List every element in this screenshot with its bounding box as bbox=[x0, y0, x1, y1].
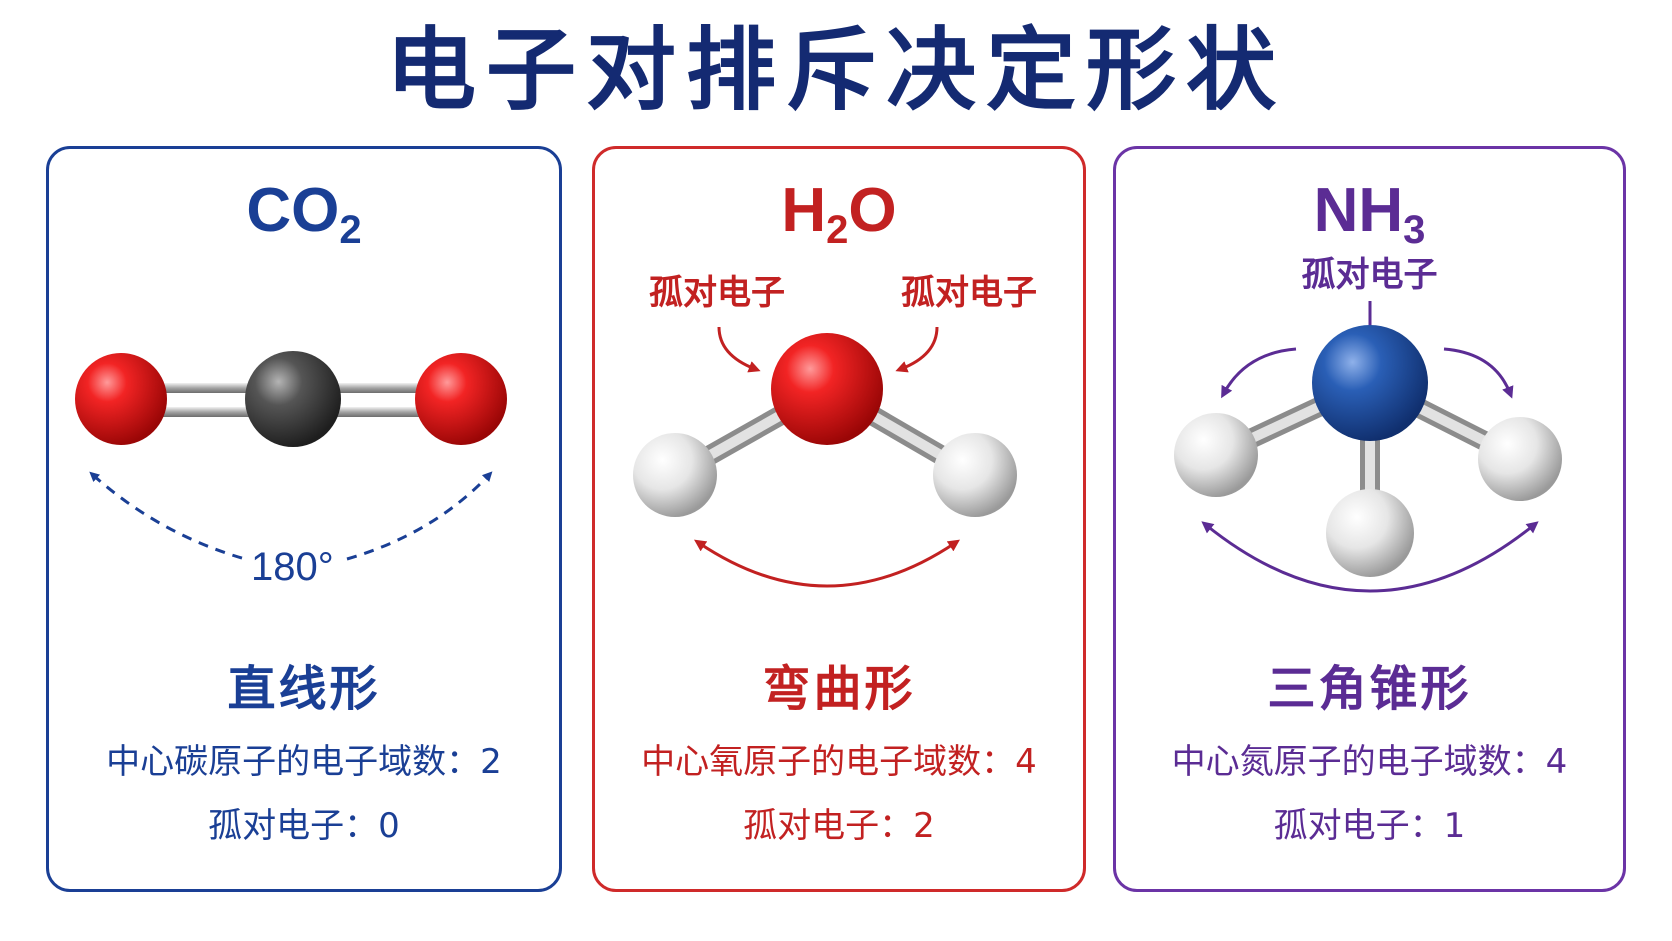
oxygen-atom-left bbox=[75, 353, 167, 445]
bond-angle-arc bbox=[1201, 521, 1539, 593]
hydrogen-atom-left bbox=[1174, 413, 1258, 497]
nh3-shape-name: 三角锥形 bbox=[1267, 661, 1472, 717]
nh3-electron-domain-count: 中心氮原子的电子域数：4 bbox=[1171, 742, 1568, 782]
co2-electron-domain-count: 中心碳原子的电子域数：2 bbox=[106, 742, 502, 782]
hydrogen-atom-right bbox=[1478, 417, 1562, 501]
nh3-formula: NH3 bbox=[1313, 176, 1426, 252]
angle-arrow-right bbox=[346, 471, 493, 561]
lone-pair-arrow-left bbox=[717, 326, 761, 373]
lone-pair-label-left: 孤对电子 bbox=[649, 273, 785, 313]
page-title: 电子对排斥决定形状 bbox=[386, 18, 1286, 123]
hydrogen-atom-left bbox=[633, 433, 717, 517]
oxygen-atom bbox=[771, 333, 883, 445]
h2o-molecule-diagram bbox=[633, 326, 1017, 588]
lone-pair-label: 孤对电子 bbox=[1301, 255, 1438, 295]
lone-pair-label-right: 孤对电子 bbox=[901, 273, 1037, 313]
oxygen-atom-right bbox=[415, 353, 507, 445]
co2-lone-pair-count: 孤对电子：0 bbox=[208, 806, 400, 846]
hydrogen-atom-bottom bbox=[1326, 489, 1414, 577]
co2-formula: CO2 bbox=[246, 176, 362, 252]
nh3-lone-pair-count: 孤对电子：1 bbox=[1273, 806, 1466, 846]
co2-card: CO2 bbox=[46, 146, 562, 892]
nh3-card: NH3 孤对电子 bbox=[1113, 146, 1626, 892]
h2o-shape-name: 弯曲形 bbox=[762, 661, 916, 717]
h2o-card: H2O 孤对电子 孤对电子 bbox=[592, 146, 1086, 892]
hydrogen-atom-right bbox=[933, 433, 1017, 517]
angle-arrow-left bbox=[89, 471, 246, 561]
repulsion-arrow-right bbox=[1443, 347, 1514, 399]
nitrogen-atom bbox=[1312, 325, 1428, 441]
repulsion-arrow-left bbox=[1221, 347, 1297, 399]
h2o-formula: H2O bbox=[781, 176, 897, 252]
nh3-molecule-diagram bbox=[1174, 301, 1562, 593]
carbon-atom bbox=[245, 351, 341, 447]
bond-angle-arc bbox=[694, 539, 960, 588]
h2o-lone-pair-count: 孤对电子：2 bbox=[743, 806, 935, 846]
h2o-electron-domain-count: 中心氧原子的电子域数：4 bbox=[641, 742, 1037, 782]
bond-angle-label: 180° bbox=[243, 545, 342, 589]
lone-pair-arrow-right bbox=[895, 326, 939, 373]
co2-molecule-diagram bbox=[75, 351, 507, 561]
co2-shape-name: 直线形 bbox=[227, 661, 381, 717]
